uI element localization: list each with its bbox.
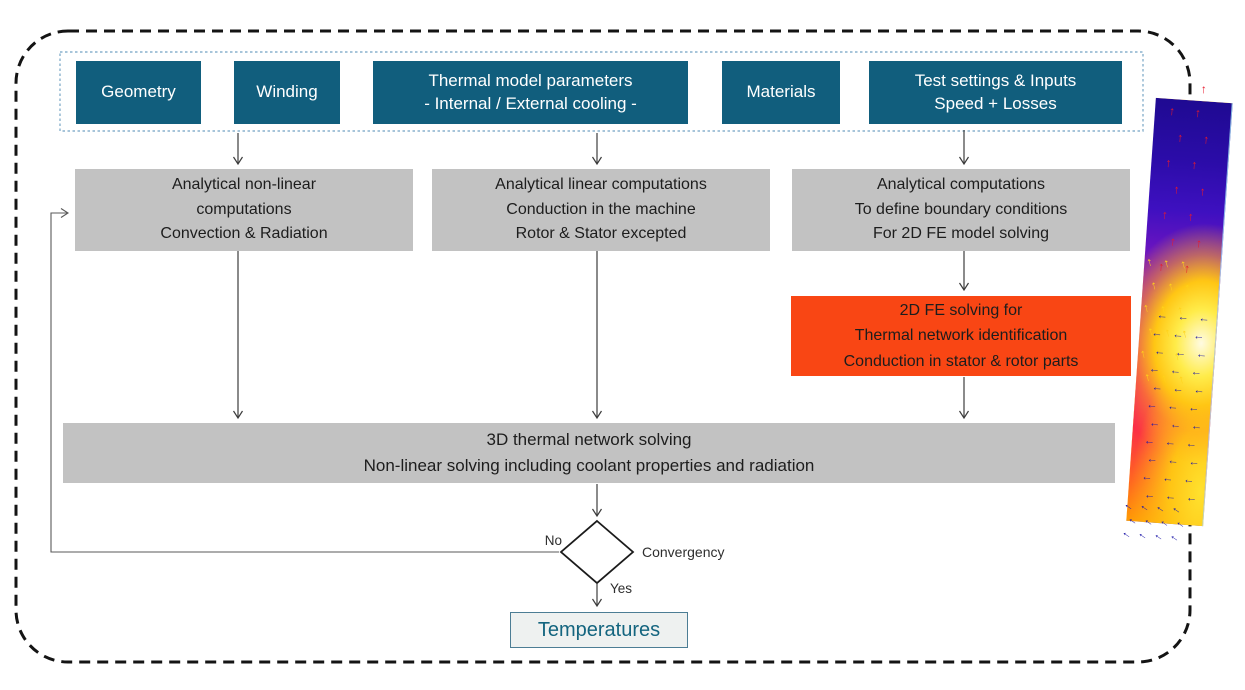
input-box-materials: Materials: [722, 61, 840, 124]
fe-field-arrow-icon: ←: [1167, 529, 1183, 546]
fe-field-arrow-icon: ←: [1143, 434, 1156, 448]
process-box-analytical-linear: Analytical linear computations Conductio…: [432, 169, 770, 251]
fe-field-arrow-icon: ↑: [1183, 279, 1193, 296]
fe-field-arrow-icon: ↑: [1202, 132, 1210, 147]
fe-field-arrow-icon: ↑: [1157, 259, 1165, 274]
fe-field-arrow-icon: ↑: [1187, 209, 1195, 224]
fe-field-arrow-icon: ↑: [1194, 105, 1202, 120]
fe-field-arrow-icon: ↑: [1149, 277, 1159, 293]
fe-field-arrow-icon: ←: [1195, 348, 1208, 362]
fe-field-arrow-icon: ←: [1187, 401, 1200, 415]
fe-field-arrow-icon: ←: [1148, 363, 1161, 376]
fe-field-arrow-icon: ←: [1185, 437, 1198, 451]
fe-field-arrow-icon: ↑: [1162, 324, 1173, 340]
fe-field-arrow-icon: ↑: [1138, 346, 1148, 362]
fe-field-arrow-icon: ←: [1140, 470, 1153, 484]
fe-field-arrow-icon: ↑: [1161, 255, 1171, 271]
fe-field-arrow-icon: ←: [1169, 501, 1185, 518]
fe-solving-box: 2D FE solving for Thermal network identi…: [791, 296, 1131, 376]
input-box-test-settings: Test settings & Inputs Speed + Losses: [869, 61, 1122, 124]
fe-field-arrow-icon: ←: [1190, 365, 1203, 379]
fe-field-arrow-icon: ←: [1146, 398, 1158, 412]
fe-field-arrow-icon: ↑: [1176, 371, 1186, 387]
fe-field-arrow-icon: ↑: [1178, 256, 1188, 272]
fe-field-arrow-icon: ←: [1121, 497, 1138, 515]
fe-field-arrow-icon: ←: [1137, 499, 1153, 516]
fe-field-arrow-icon: ←: [1151, 327, 1163, 340]
fe-field-arrow-icon: ←: [1173, 515, 1189, 532]
fe-field-arrow-icon: ←: [1188, 456, 1200, 469]
fe-field-arrow-icon: ←: [1157, 514, 1173, 531]
decision-label: Convergency: [642, 544, 725, 560]
fe-field-arrow-icon: ←: [1166, 400, 1179, 414]
input-box-geometry: Geometry: [76, 61, 201, 124]
fe-field-arrow-icon: ←: [1148, 417, 1161, 430]
fe-field-arrow-icon: ↑: [1200, 81, 1208, 97]
fe-field-arrow-icon: ↑: [1179, 325, 1190, 341]
fe-field-arrow-icon: ←: [1151, 528, 1167, 545]
fe-field-arrow-icon: ↑: [1168, 103, 1176, 119]
fe-field-arrow-icon: ←: [1172, 382, 1185, 396]
fe-field-arrow-icon: ↑: [1141, 300, 1151, 316]
fe-field-arrow-icon: ←: [1192, 330, 1205, 343]
fe-field-arrow-icon: ←: [1146, 453, 1159, 466]
fe-field-arrow-icon: ↑: [1169, 234, 1177, 249]
fe-field-arrow-icon: ←: [1174, 346, 1187, 360]
fe-field-arrow-icon: ←: [1193, 384, 1205, 397]
fe-field-arrow-icon: ↑: [1161, 207, 1169, 222]
fe-field-arrow-icon: ←: [1198, 312, 1210, 326]
fe-field-arrow-icon: ↑: [1176, 130, 1184, 145]
fe-field-arrow-icon: ↑: [1175, 302, 1185, 318]
fe-field-arrow-icon: ↑: [1172, 348, 1182, 364]
fe-field-arrow-icon: ←: [1169, 418, 1182, 432]
fe-field-arrow-icon: ←: [1164, 490, 1177, 504]
process-box-analytical-nonlinear: Analytical non-linear computations Conve…: [75, 169, 413, 251]
fe-field-arrow-icon: ↑: [1159, 370, 1169, 386]
fe-field-arrow-icon: ←: [1151, 381, 1164, 394]
fe-field-arrow-icon: ←: [1125, 512, 1142, 529]
fe-field-arrow-icon: ↑: [1144, 254, 1155, 270]
input-box-winding: Winding: [234, 61, 340, 124]
fe-field-arrow-icon: ←: [1141, 513, 1157, 530]
fe-field-arrow-icon: ←: [1169, 364, 1182, 378]
fe-simulation-image: ↑↑↑↑↑↑↑↑↑↑↑↑↑↑↑↑↑↑↑↑↑↑↑↑↑↑↑↑↑↑↑↑↑←←←←←←←…: [1119, 82, 1233, 545]
decision-no-label: No: [544, 533, 562, 548]
fe-field-arrow-icon: ←: [1161, 472, 1174, 485]
fe-field-arrow-icon: ←: [1143, 488, 1156, 502]
input-box-thermal-model-parameters: Thermal model parameters - Internal / Ex…: [373, 61, 688, 124]
fe-field-arrow-icon: ↑: [1155, 347, 1165, 363]
fe-field-arrow-icon: ←: [1177, 310, 1190, 324]
fe-field-arrow-icon: ↑: [1158, 301, 1168, 317]
fe-field-arrow-icon: ←: [1164, 436, 1177, 450]
temperatures-box: Temperatures: [510, 612, 688, 648]
fe-field-arrow-icon: ↑: [1190, 157, 1198, 172]
fe-field-arrow-icon: ↑: [1164, 155, 1172, 171]
fe-field-arrow-icon: ↑: [1198, 184, 1206, 199]
fe-field-arrow-icon: ↑: [1145, 323, 1156, 339]
feedback-no-path: [50, 208, 559, 553]
fe-field-arrow-icon: ←: [1171, 328, 1184, 342]
process-box-analytical-boundary: Analytical computations To define bounda…: [792, 169, 1130, 251]
network-solving-box: 3D thermal network solving Non-linear so…: [63, 423, 1115, 483]
fe-field-arrow-icon: ↑: [1195, 235, 1203, 251]
fe-field-arrow-icon: ←: [1182, 473, 1195, 487]
fe-field-arrow-icon: ↑: [1166, 278, 1176, 294]
fe-field-arrow-icon: ←: [1153, 345, 1166, 359]
fe-field-arrow-icon: ←: [1190, 420, 1203, 433]
decision-diamond: [559, 519, 635, 585]
fe-field-arrow-icon: ←: [1135, 527, 1152, 544]
fe-field-arrow-icon: ←: [1156, 309, 1169, 323]
fe-field-arrow-icon: ←: [1119, 525, 1136, 543]
fe-field-arrow-icon: ←: [1167, 454, 1180, 468]
fe-field-arrow-icon: ←: [1185, 491, 1198, 505]
fe-field-arrow-icon: ↑: [1142, 369, 1152, 385]
fe-field-arrow-icon: ↑: [1183, 261, 1191, 276]
fe-field-arrow-icon: ←: [1153, 500, 1169, 517]
decision-yes-label: Yes: [610, 581, 633, 596]
fe-field-arrow-icon: ↑: [1173, 182, 1181, 197]
